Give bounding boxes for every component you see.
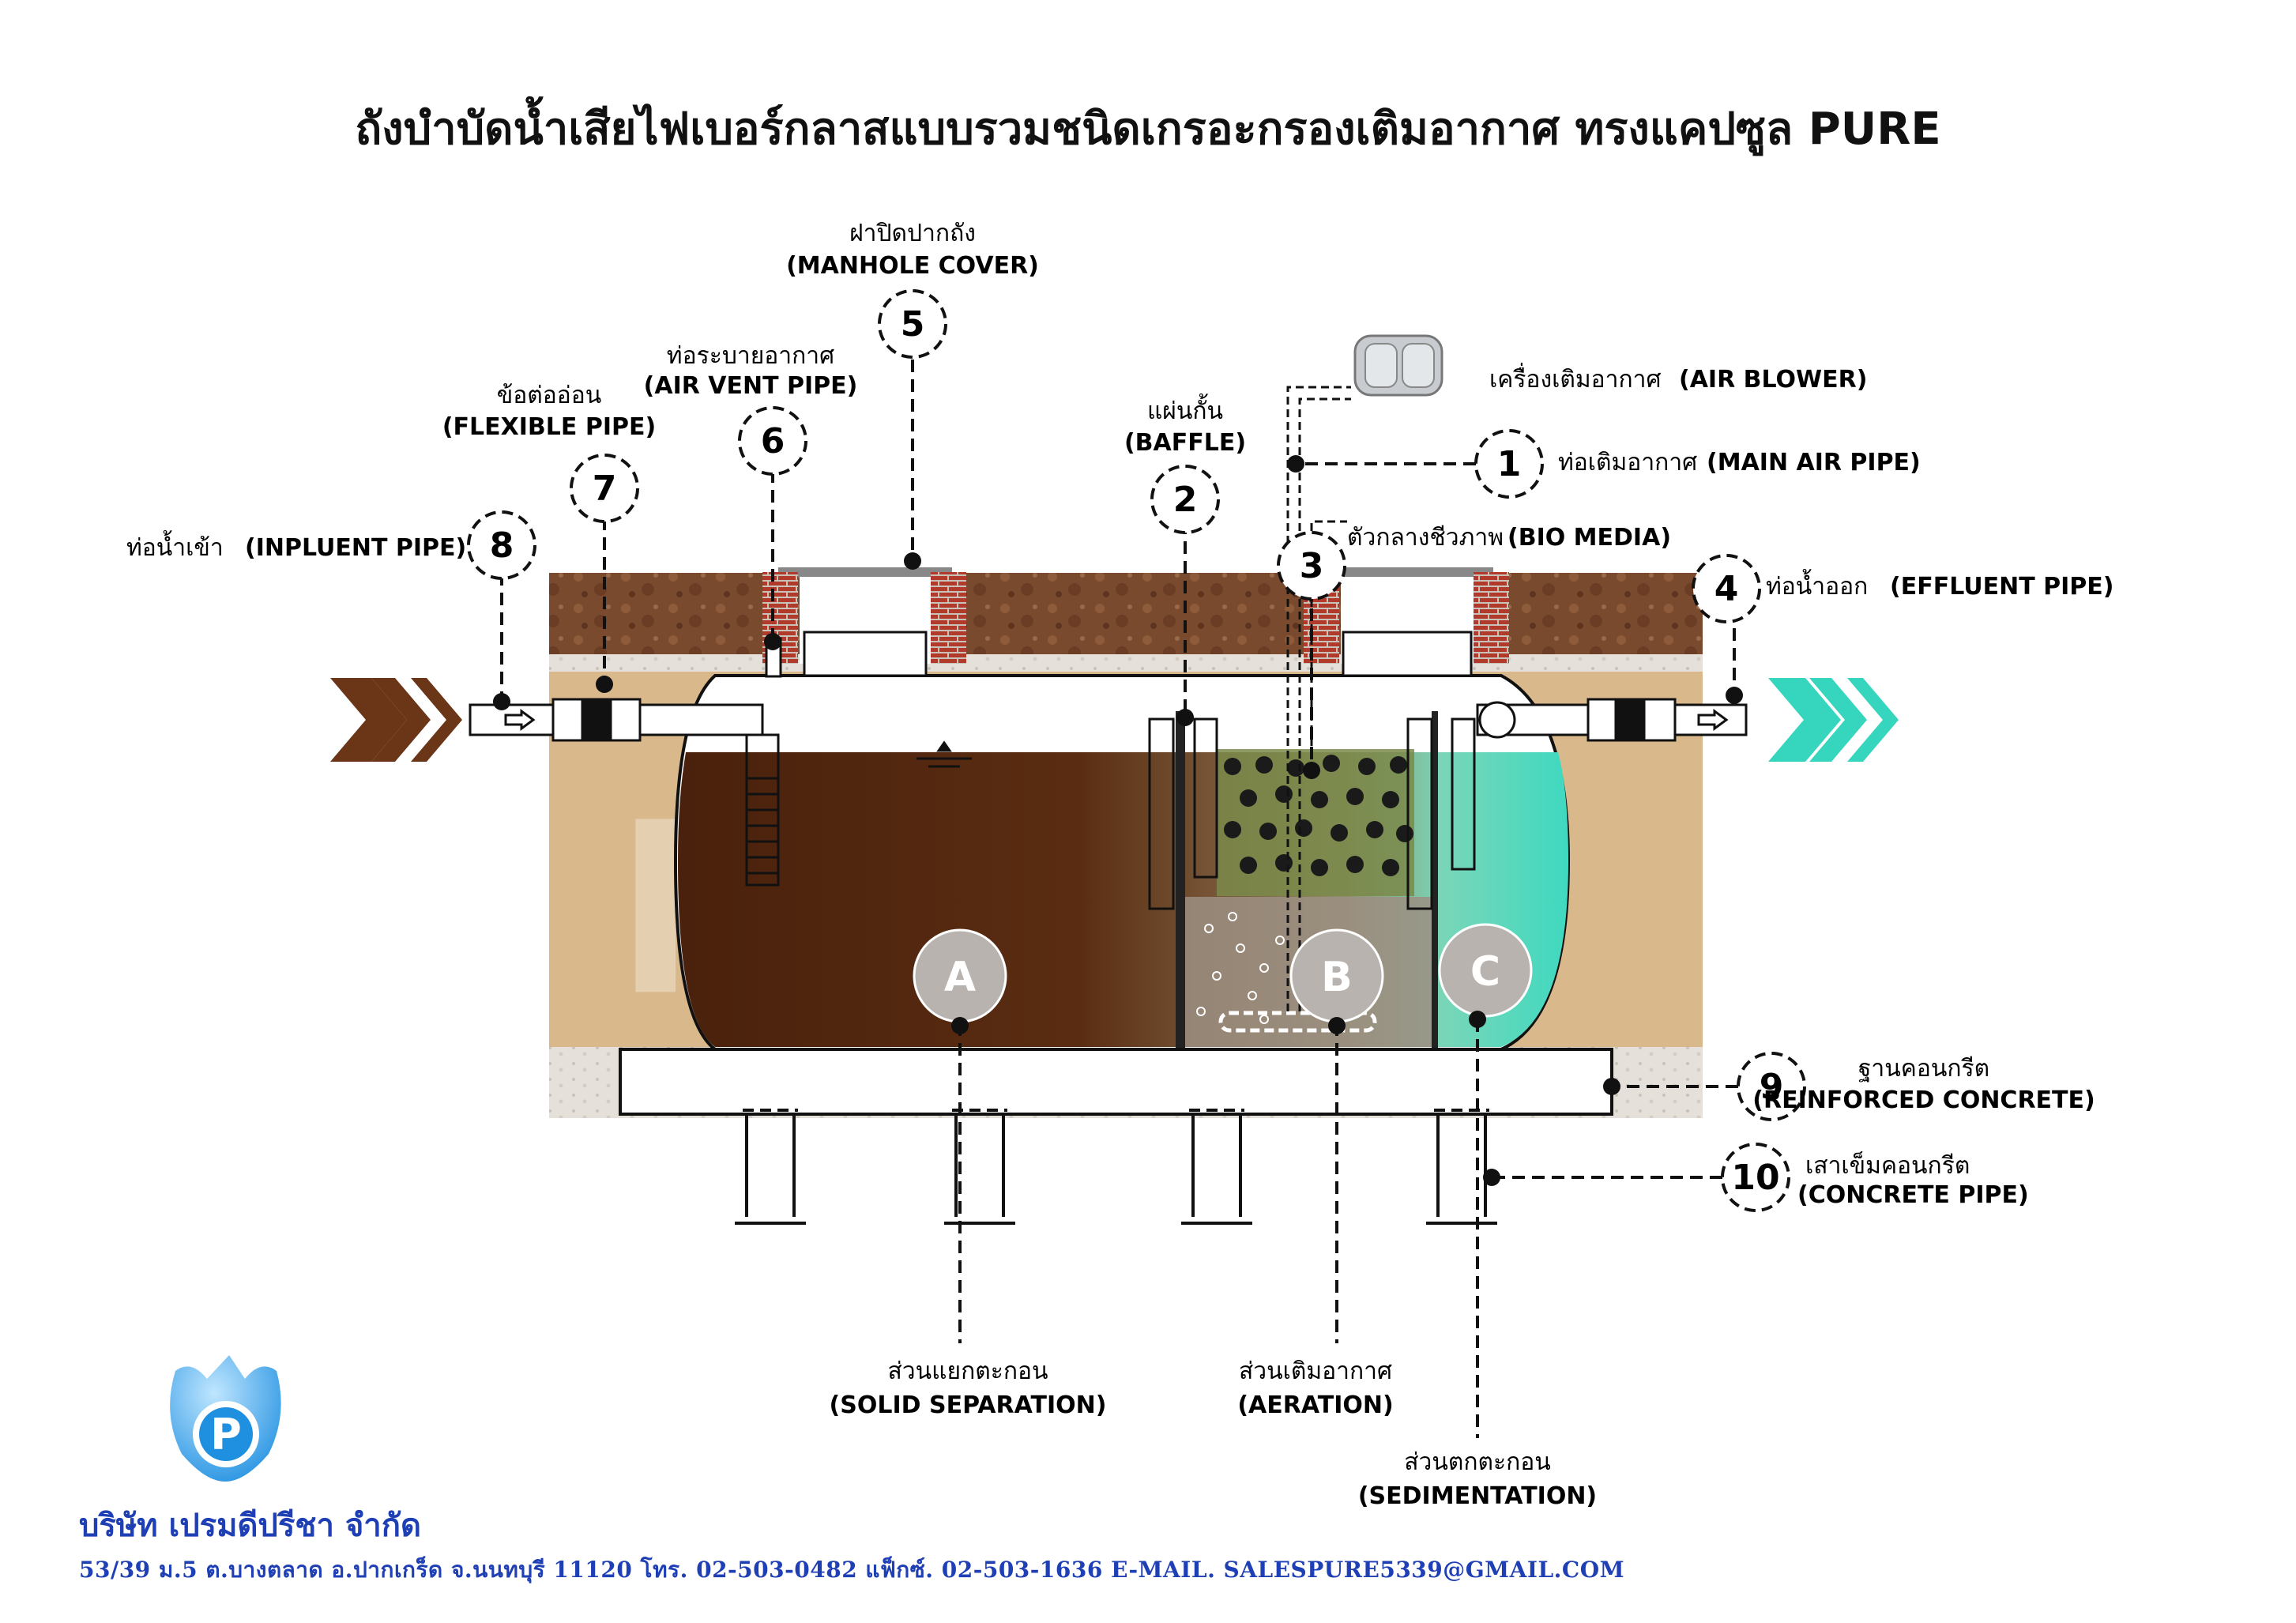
air-blower [1353, 334, 1443, 397]
callout-4-number: 4 [1714, 569, 1739, 609]
callout-5-number: 5 [901, 304, 925, 345]
callout-2-number: 2 [1173, 480, 1198, 520]
zone-c-letter: C [1470, 948, 1500, 996]
callout-10-label-en: (CONCRETE PIPE) [1797, 1181, 2029, 1209]
callout-2-label-th: แผ่นกั้น [1147, 394, 1223, 425]
callout-3-number: 3 [1300, 546, 1324, 586]
bio-media-balls [1224, 755, 1413, 876]
zone-c-marker: C [1438, 923, 1533, 1018]
water-level-symbol [917, 740, 972, 768]
gravel-layer [549, 654, 1703, 672]
company-address: 53/39 ม.5 ต.บางตลาด อ.ปากเกร็ด จ.นนทบุรี… [79, 1557, 1625, 1583]
callout-8-label-th: ท่อน้ำเข้า [126, 530, 224, 562]
callout-3-label-th: ตัวกลางชีวภาพ [1347, 524, 1504, 552]
callout-2-label-en: (BAFFLE) [1124, 429, 1246, 457]
company-logo: P [170, 1355, 281, 1482]
leader-lines [500, 360, 1738, 1438]
callout-3-label-en: (BIO MEDIA) [1507, 524, 1671, 552]
callout-7-label-th: ข้อต่ออ่อน [497, 382, 602, 409]
zone-b-marker: B [1289, 928, 1384, 1023]
aeration-bubbles [1196, 912, 1285, 1024]
logo-letter: P [210, 1410, 242, 1459]
callout-7-number: 7 [593, 469, 617, 509]
zone-c-label-en: (SEDIMENTATION) [1358, 1482, 1597, 1510]
page-title: ถังบำบัดน้ำเสียไฟเบอร์กลาสแบบรวมชนิดเกรอ… [355, 104, 1941, 155]
baffle-wall-2 [1432, 711, 1438, 1049]
inflow-arrows [330, 678, 462, 762]
callout-5-label-en: (MANHOLE COVER) [786, 252, 1039, 280]
manhole-neck-1 [803, 631, 928, 677]
callout-10-label-th: เสาเข็มคอนกรีต [1805, 1150, 1970, 1180]
brick-riser-2b [1474, 572, 1509, 664]
callout-circles [467, 289, 1806, 1212]
zone-a-label-th: ส่วนแยกตะกอน [887, 1358, 1048, 1385]
outlet-pipe [1476, 698, 1748, 742]
callout-4-label-th: ท่อน้ำออก [1766, 569, 1868, 601]
callout-6-number: 6 [761, 421, 785, 461]
zone-b-label-en: (AERATION) [1237, 1391, 1393, 1419]
leader-dots [493, 455, 1743, 1186]
topsoil-layer [549, 573, 1703, 656]
baffle-plate-right [1193, 717, 1218, 879]
inlet-pipe [469, 698, 764, 742]
callout-6-label-th: ท่อระบายอากาศ [667, 342, 834, 370]
air-diffuser [1218, 1011, 1377, 1033]
callout-5-label-th: ฝาปิดปากถัง [849, 220, 976, 247]
manhole-lid-1 [778, 567, 952, 577]
callout-9-label-th: ฐานคอนกรีต [1858, 1055, 1989, 1083]
zone-a-marker: A [913, 928, 1007, 1023]
inlet-screen [747, 777, 778, 875]
callout-7-label-en: (FLEXIBLE PIPE) [442, 413, 656, 441]
manhole-neck-2 [1342, 631, 1473, 677]
manhole-lid-2 [1319, 567, 1493, 577]
callout-10-number: 10 [1731, 1158, 1779, 1198]
zone-b-label-th: ส่วนเติมอากาศ [1239, 1358, 1392, 1385]
baffle-wall-1 [1176, 711, 1185, 1049]
baffle-plate-left [1148, 717, 1175, 910]
zone-a-label-en: (SOLID SEPARATION) [830, 1391, 1107, 1419]
sed-plate-left [1406, 717, 1433, 910]
zone-a-letter: A [944, 954, 976, 1001]
concrete-piles [735, 1114, 1497, 1225]
callout-9-number: 9 [1760, 1067, 1784, 1107]
zone-c-label-th: ส่วนตกตะกอน [1404, 1448, 1551, 1476]
company-name: บริษัท เปรมดีปรีชา จำกัด [79, 1507, 421, 1544]
blower-label-th: เครื่องเติมอากาศ [1489, 363, 1662, 394]
callout-1-label-th: ท่อเติมอากาศ [1558, 449, 1697, 476]
callout-4-label-en: (EFFLUENT PIPE) [1890, 573, 2113, 601]
outflow-arrows [1768, 678, 1899, 762]
zone-b-letter: B [1321, 954, 1353, 1001]
sed-plate-right [1451, 717, 1476, 871]
callout-8-number: 8 [490, 525, 514, 566]
callout-6-label-en: (AIR VENT PIPE) [644, 372, 858, 400]
blower-label-en: (AIR BLOWER) [1679, 366, 1867, 394]
callout-1-label-en: (MAIN AIR PIPE) [1707, 449, 1921, 476]
brick-riser-1b [931, 572, 966, 664]
callout-8-label-en: (INPLUENT PIPE) [245, 534, 466, 562]
callout-1-number: 1 [1497, 444, 1522, 484]
callout-9-label-en: (REINFORCED CONCRETE) [1752, 1086, 2095, 1114]
concrete-base [619, 1048, 1613, 1116]
